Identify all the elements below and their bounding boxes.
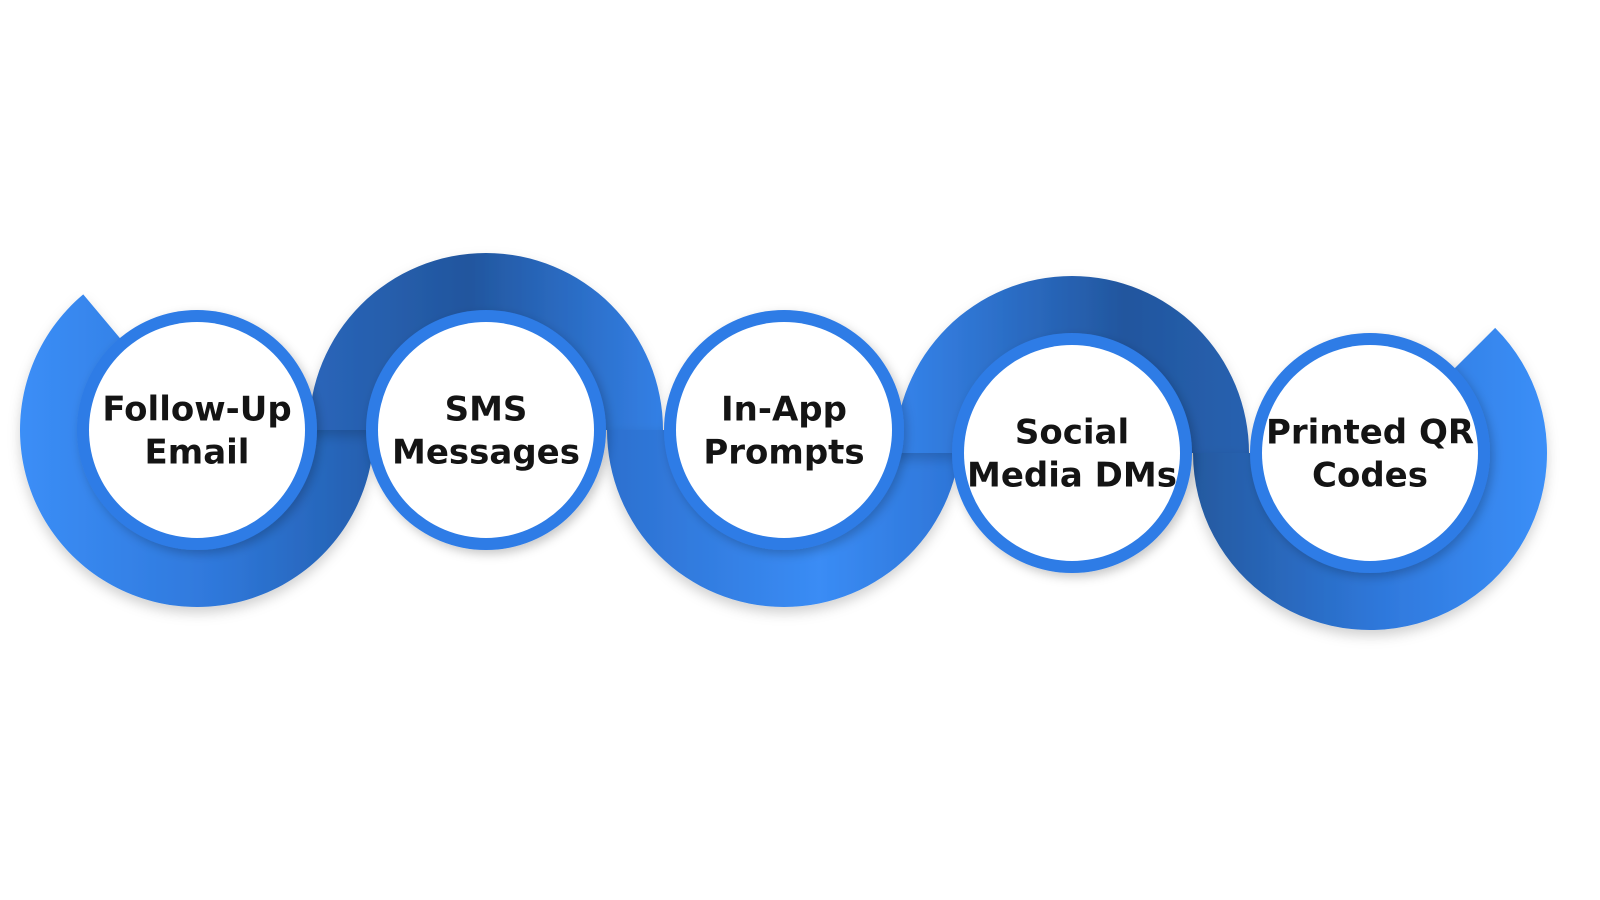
node-label-line: SMS — [445, 390, 528, 430]
ribbon-segment-2 — [309, 253, 663, 430]
node-label-line: In-App — [721, 390, 847, 430]
ribbon-segment-1 — [19, 294, 374, 607]
node-circle — [964, 345, 1180, 561]
node-label-line: Email — [145, 433, 250, 473]
node-label-line: Social — [1015, 413, 1129, 453]
node-label-line: Messages — [392, 433, 580, 473]
ribbon-segment-5 — [1193, 327, 1547, 630]
node-label-line: Codes — [1312, 456, 1428, 496]
node-label-line: Prompts — [703, 433, 864, 473]
node-label-line: Follow-Up — [102, 390, 291, 430]
ribbon-segment-4 — [895, 276, 1249, 453]
ribbon-segment-3 — [607, 430, 961, 607]
node-circle — [1262, 345, 1478, 561]
node-label-line: Media DMs — [967, 456, 1177, 496]
node-circle — [89, 322, 305, 538]
node-circle — [676, 322, 892, 538]
wave-ribbon — [19, 253, 1547, 630]
node-label-line: Printed QR — [1266, 413, 1474, 453]
node-circle — [378, 322, 594, 538]
